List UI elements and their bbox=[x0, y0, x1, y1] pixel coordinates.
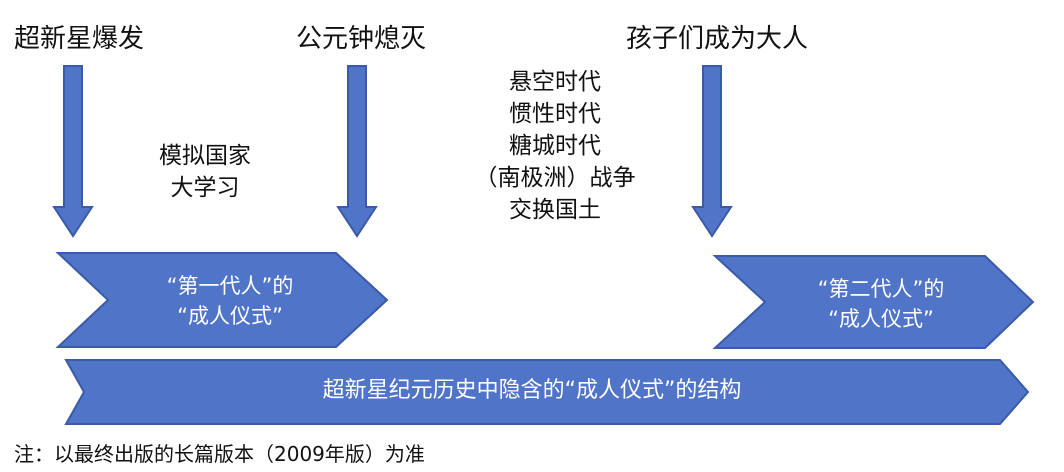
event-supernova: 超新星爆发 bbox=[14, 24, 145, 54]
chevron-first-generation bbox=[55, 252, 389, 348]
first-gen-line-2: “成人仪式” bbox=[177, 304, 283, 328]
period-inertia-era: 惯性时代 bbox=[509, 101, 601, 127]
event-clock-extinguished: 公元钟熄灭 bbox=[296, 24, 427, 54]
period-candy-city-era: 糖城时代 bbox=[509, 133, 601, 159]
arrow-children bbox=[691, 65, 733, 238]
second-gen-line-2: “成人仪式” bbox=[828, 307, 934, 331]
event-children-grow-up: 孩子们成为大人 bbox=[626, 24, 809, 54]
period-exchange-territory: 交换国土 bbox=[509, 197, 601, 223]
period-simulated-nation: 模拟国家 bbox=[159, 143, 251, 169]
footnote: 注：以最终出版的长篇版本（2009年版）为准 bbox=[14, 442, 425, 466]
periods-left: 模拟国家 大学习 bbox=[140, 140, 270, 204]
arrow-supernova bbox=[52, 65, 94, 238]
arrow-clock bbox=[336, 65, 378, 238]
timeline-band bbox=[64, 359, 1030, 425]
period-suspended-era: 悬空时代 bbox=[509, 69, 601, 95]
timeline-band-label: 超新星纪元历史中隐含的“成人仪式”的结构 bbox=[322, 378, 742, 403]
chevron-first-generation-label: “第一代人”的 “成人仪式” bbox=[120, 271, 340, 331]
period-great-learning: 大学习 bbox=[170, 175, 240, 201]
chevron-second-generation-label: “第二代人”的 “成人仪式” bbox=[776, 274, 986, 334]
period-antarctic-war: （南极洲）战争 bbox=[474, 165, 636, 191]
chevron-second-generation bbox=[712, 255, 1035, 349]
periods-middle: 悬空时代 惯性时代 糖城时代 （南极洲）战争 交换国土 bbox=[450, 66, 660, 226]
second-gen-line-1: “第二代人”的 bbox=[817, 277, 945, 301]
first-gen-line-1: “第一代人”的 bbox=[166, 274, 294, 298]
